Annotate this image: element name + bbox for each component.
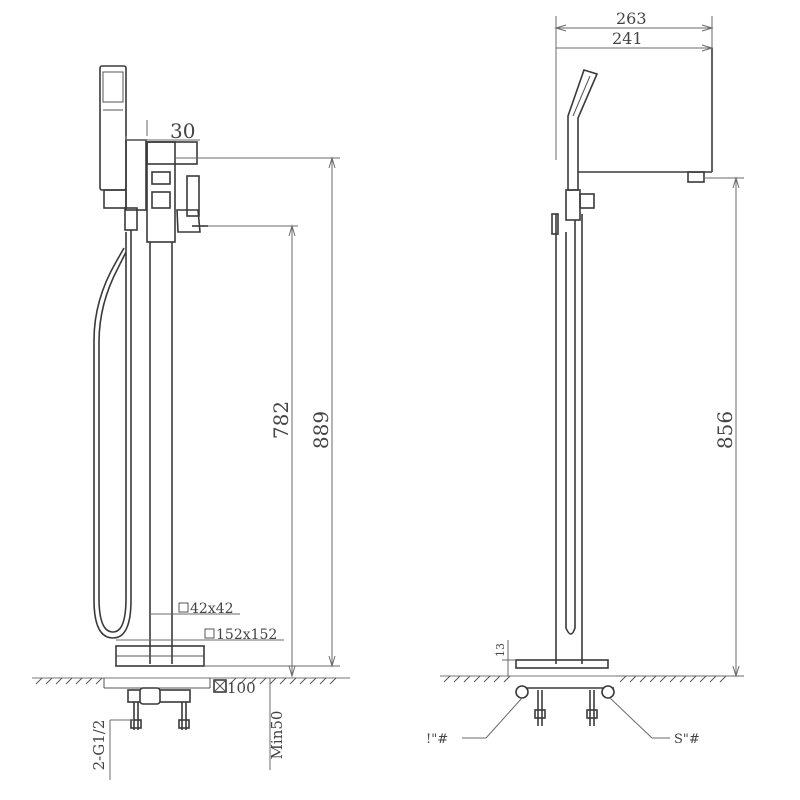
cold-inlet-label: S"# (674, 732, 700, 747)
dim-label-889: 889 (309, 411, 333, 449)
front-view: 30 889 782 42x42 152x152 100 (32, 65, 350, 780)
dim-overall-height (176, 156, 340, 668)
side-side-knob (551, 213, 559, 235)
dim-label-30: 30 (170, 119, 195, 143)
mounting-box (127, 679, 227, 730)
dim-side-spout-height (616, 176, 744, 678)
dim-inlet-thread (109, 719, 134, 780)
dim-spout-offset (125, 120, 200, 141)
mixer-body (151, 171, 208, 233)
leader-cold-inlet (609, 697, 653, 739)
side-view: !"# S"# 263 241 856 13 (426, 9, 744, 747)
dim-label-856: 856 (713, 411, 737, 449)
side-base-plate (515, 659, 609, 669)
dim-label-782: 782 (269, 401, 293, 439)
side-mixer-knob (579, 193, 595, 209)
side-handshower-holder (565, 189, 581, 221)
dim-label-152x152: 152x152 (216, 627, 277, 643)
hose-connector (124, 207, 138, 231)
dim-label-42x42: 42x42 (190, 601, 234, 617)
faucet-column (146, 141, 176, 664)
dim-shower-reach (554, 16, 714, 160)
floor-line (32, 677, 350, 689)
dim-label-13: 13 (494, 643, 507, 657)
side-floor-line (440, 675, 740, 683)
dim-spout-height (208, 224, 298, 678)
leader-hot-inlet (485, 697, 523, 739)
dim-label-100: 100 (227, 679, 256, 697)
dim-label-min50: Min50 (268, 711, 286, 760)
hose (93, 230, 132, 639)
handshower-holder (125, 139, 147, 211)
side-mounting-box (515, 685, 615, 726)
dim-base-thickness (502, 640, 516, 676)
side-hose (565, 220, 576, 635)
handshower (99, 65, 127, 209)
hot-inlet-label: !"# (426, 732, 448, 747)
spout (146, 141, 198, 165)
side-spout (578, 48, 713, 183)
dim-label-263: 263 (616, 9, 647, 28)
dim-label-inlet-thread: 2-G1/2 (90, 720, 108, 771)
base-plate (115, 645, 205, 667)
dim-label-241: 241 (612, 29, 643, 48)
